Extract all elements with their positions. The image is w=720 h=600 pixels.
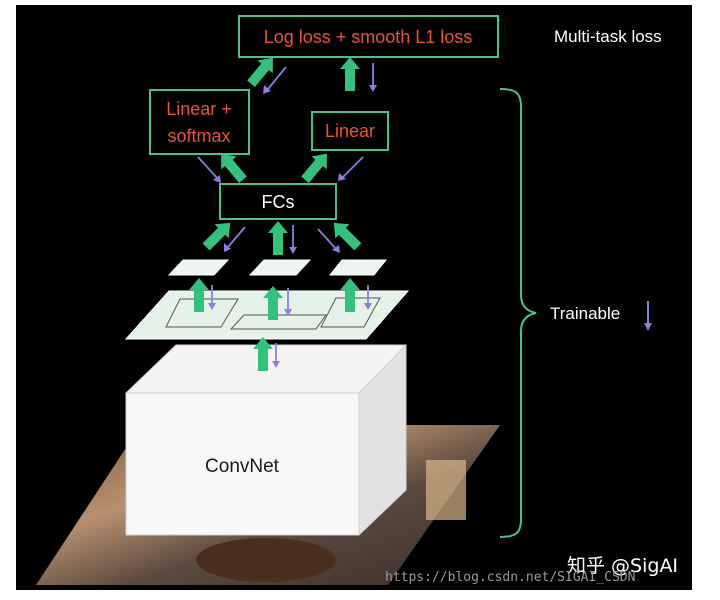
convnet-front-face (125, 392, 360, 536)
watermark-url: https://blog.csdn.net/SIGAI_CSDN (385, 570, 636, 585)
image-bright-patch (426, 460, 466, 520)
pooled-feature-center (248, 259, 312, 276)
softmax-box-line2: softmax (167, 126, 230, 146)
fcs-box-label: FCs (262, 192, 295, 212)
roi-center (229, 314, 327, 330)
image-horse-shape (196, 538, 336, 582)
forward-arrow-icon (301, 153, 327, 183)
forward-arrow-icon (189, 278, 209, 312)
diagram-canvas: ConvNet Log loss + smooth L1 loss Linear… (16, 5, 692, 590)
pooled-feature-left (167, 259, 230, 276)
trainable-label: Trainable (550, 304, 620, 323)
roi-right (320, 297, 381, 328)
backward-arrow-icon (289, 225, 297, 254)
forward-arrow-icon (333, 222, 362, 251)
backward-arrow-icon (284, 288, 292, 316)
watermark-brand: 知乎 @SigAI (567, 555, 679, 577)
backward-arrow-icon (338, 156, 364, 181)
loss-box-label: Log loss + smooth L1 loss (264, 27, 473, 47)
backward-arrow-icon (197, 156, 221, 183)
backward-arrow-icon (208, 285, 216, 310)
backward-arrow-icon (317, 228, 340, 253)
pooled-feature-right (328, 259, 388, 276)
linear-box-label: Linear (325, 121, 375, 141)
backward-arrow-icon (272, 343, 280, 368)
convnet-label: ConvNet (205, 456, 280, 477)
forward-arrow-icon (268, 221, 288, 255)
forward-arrow-icon (340, 278, 360, 312)
forward-arrow-icon (340, 57, 360, 91)
roi-left (165, 298, 239, 328)
linear-box (311, 111, 389, 151)
forward-arrow-icon (263, 286, 283, 320)
forward-arrows (189, 57, 362, 371)
fcs-box (219, 183, 337, 220)
forward-arrow-icon (247, 57, 273, 87)
backward-arrows (197, 63, 377, 368)
backward-arrow-icon (364, 285, 372, 310)
trainable-brace (499, 88, 537, 538)
multi-task-loss-label: Multi-task loss (554, 27, 662, 46)
forward-arrow-icon (221, 153, 247, 183)
backward-arrow-icon (369, 63, 377, 92)
softmax-box-line1: Linear + (166, 99, 232, 119)
forward-arrow-icon (253, 337, 273, 371)
forward-arrow-icon (202, 222, 231, 251)
backward-arrow-icon (224, 226, 246, 252)
trainable-backward-arrow-icon (644, 301, 652, 331)
softmax-box (149, 89, 250, 155)
fast-rcnn-diagram: ConvNet Log loss + smooth L1 loss Linear… (36, 15, 662, 585)
loss-box (238, 15, 499, 58)
backward-arrow-icon (263, 66, 287, 94)
